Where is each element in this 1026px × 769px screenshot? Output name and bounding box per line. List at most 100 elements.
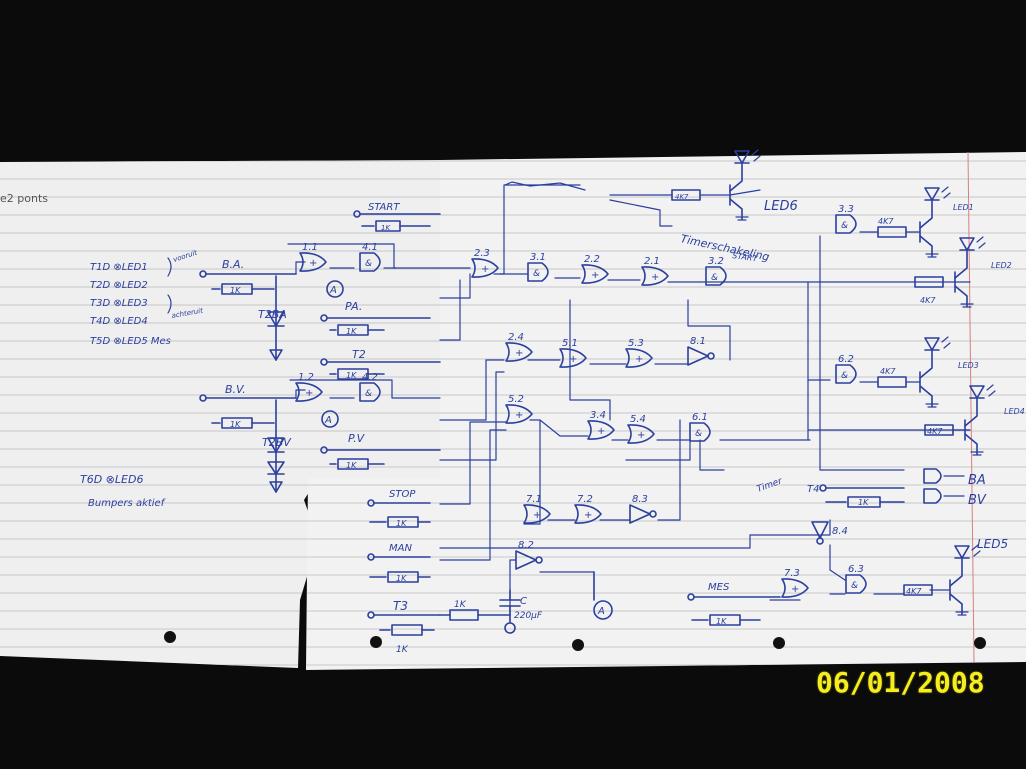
led6-label: LED6	[764, 199, 798, 214]
svg-text:+: +	[569, 354, 577, 365]
input-t4: T4	[807, 484, 819, 495]
gate-label: 2.2	[584, 254, 600, 265]
svg-text:1K: 1K	[396, 574, 407, 583]
logic-gate-8.3	[629, 504, 651, 524]
svg-text:4K7: 4K7	[878, 217, 894, 226]
input-stop: STOP	[389, 489, 416, 500]
svg-text:4K7: 4K7	[927, 427, 943, 436]
logic-gate-7.2	[574, 504, 602, 524]
date-stamp: 06/01/2008	[816, 666, 985, 699]
logic-gate-3.2	[705, 266, 727, 286]
gate-label: 3.2	[708, 256, 724, 267]
wiring	[287, 181, 971, 616]
legend-item-2: T2D ⊗LED2	[90, 280, 148, 291]
gate-label: 7.3	[784, 568, 800, 579]
logic-gate-5.3	[625, 348, 653, 368]
svg-text:4K7: 4K7	[906, 587, 922, 596]
input-man: MAN	[389, 543, 412, 554]
svg-text:&: &	[695, 429, 702, 439]
gate-label: 6.2	[838, 354, 854, 365]
output-and-gate	[923, 468, 942, 484]
input-start: START	[368, 202, 400, 213]
gate-label: 8.1	[690, 336, 706, 347]
led-icon	[924, 337, 940, 351]
gate-label: 6.1	[692, 412, 708, 423]
svg-text:&: &	[365, 259, 372, 269]
logic-gates: +1.1&4.1+1.2&4.2+2.3&3.1+2.2+2.1&3.2+2.4…	[295, 204, 867, 598]
input-t2: T2	[352, 348, 366, 361]
capacitor: C 220µF	[499, 589, 543, 634]
led2-label: LED2	[991, 261, 1012, 270]
led4-label: LED4	[1004, 407, 1025, 416]
svg-text:+: +	[305, 388, 313, 399]
output-ba: BA	[968, 473, 986, 488]
connectors: A A A	[321, 280, 613, 620]
svg-text:&: &	[851, 581, 858, 591]
legend-item-1: T1D ⊗LED1	[90, 262, 148, 273]
svg-text:+: +	[515, 348, 523, 359]
output-stages	[729, 149, 996, 616]
diode-bv: T2BV	[262, 399, 292, 493]
input-labels: START B.A. PA. T2 B.V. P.V STOP MAN T3 M…	[222, 202, 819, 613]
input-pa: PA.	[345, 300, 362, 313]
legend-item-6: T6D ⊗LED6	[80, 473, 143, 486]
svg-text:1K: 1K	[346, 461, 357, 470]
gate-label: 3.3	[838, 204, 854, 215]
logic-gate-1.2	[295, 382, 323, 402]
svg-text:1K: 1K	[346, 327, 357, 336]
svg-text:+: +	[635, 354, 643, 365]
gate-label: 8.2	[518, 540, 534, 551]
punch-holes	[164, 631, 986, 651]
svg-text:+: +	[791, 584, 799, 595]
svg-text:+: +	[533, 510, 541, 521]
diode-bv-label: T2BV	[262, 436, 292, 449]
gate-label: 8.4	[832, 526, 848, 537]
input-ba: B.A.	[222, 258, 244, 271]
gate-label: 1.1	[302, 242, 318, 253]
gate-label: 2.3	[474, 248, 490, 259]
led3-label: LED3	[958, 361, 979, 370]
gate-label: 3.4	[590, 410, 606, 421]
output-resistors: 4K7 4K7 4K7 4K7 4K7 4K7	[671, 189, 954, 596]
logic-gate-2.3	[471, 258, 499, 278]
led-icon	[954, 545, 970, 559]
left-paper-sheet	[0, 160, 440, 668]
logic-gate-6.1	[689, 422, 711, 442]
gate-label: 5.4	[630, 414, 646, 425]
svg-text:&: &	[841, 221, 848, 231]
svg-text:1K: 1K	[230, 286, 241, 295]
logic-gate-8.1	[687, 346, 709, 366]
svg-text:&: &	[365, 389, 372, 399]
led-icon	[959, 237, 975, 251]
gate-label: 4.2	[362, 372, 378, 383]
svg-text:+: +	[481, 264, 489, 275]
svg-text:+: +	[515, 410, 523, 421]
svg-text:4K7: 4K7	[675, 193, 689, 201]
svg-text:4K7: 4K7	[920, 296, 936, 305]
svg-text:&: &	[841, 371, 848, 381]
gate-label: 1.2	[298, 372, 314, 383]
svg-text:1K: 1K	[716, 617, 727, 626]
gate-label: 6.3	[848, 564, 864, 575]
capacitor-value: 220µF	[514, 611, 543, 621]
svg-text:1K: 1K	[381, 224, 391, 232]
input-bv: B.V.	[225, 383, 246, 396]
legend-item-4: T4D ⊗LED4	[90, 316, 148, 327]
output-bv: BV	[968, 493, 987, 508]
logic-gate-6.3	[845, 574, 867, 594]
gate-label: 5.3	[628, 338, 644, 349]
gate-label: 2.4	[508, 332, 524, 343]
gate-label: 8.3	[632, 494, 648, 505]
svg-text:+: +	[591, 270, 599, 281]
svg-text:1K: 1K	[396, 645, 409, 655]
svg-text:1K: 1K	[858, 498, 869, 507]
input-t3: T3	[393, 599, 408, 613]
logic-gate-3.1	[527, 262, 549, 282]
gate-label: 7.2	[577, 494, 593, 505]
input-pv: P.V	[348, 432, 366, 445]
svg-text:&: &	[711, 273, 718, 283]
gate-label: 4.1	[362, 242, 378, 253]
logic-gate-3.4	[587, 420, 615, 440]
logic-gate-2.1	[641, 266, 669, 286]
